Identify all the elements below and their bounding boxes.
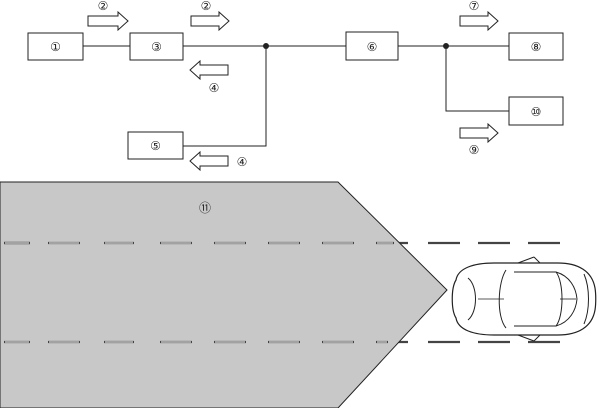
arrow-7: ⑦ <box>459 0 499 32</box>
svg-text:⑩: ⑩ <box>531 105 542 119</box>
vehicle-icon <box>451 256 597 342</box>
road-scene: ⑪ <box>0 181 597 408</box>
svg-text:⑤: ⑤ <box>150 139 161 153</box>
svg-text:①: ① <box>50 40 61 54</box>
box-8: ⑧ <box>508 32 564 61</box>
box-5: ⑤ <box>127 131 184 160</box>
wire-junction-5 <box>183 46 267 147</box>
box-1: ① <box>27 32 84 61</box>
box-10: ⑩ <box>508 96 564 126</box>
wire-junction-10 <box>445 46 509 112</box>
svg-text:②: ② <box>201 0 212 13</box>
svg-text:⑨: ⑨ <box>469 143 480 157</box>
box-3: ③ <box>129 32 184 61</box>
arrow-9: ⑨ <box>459 122 499 157</box>
svg-text:⑦: ⑦ <box>469 0 480 13</box>
svg-text:⑥: ⑥ <box>367 40 378 54</box>
detection-area <box>0 181 448 408</box>
box-6: ⑥ <box>345 31 399 61</box>
junction-dot <box>443 43 449 49</box>
arrow-4-top: ④ <box>189 59 229 95</box>
svg-text:④: ④ <box>237 155 248 169</box>
svg-text:④: ④ <box>209 81 220 95</box>
svg-text:③: ③ <box>151 40 162 54</box>
junction-dot <box>263 43 269 49</box>
arrow-2-left: ② <box>87 0 129 32</box>
svg-text:⑧: ⑧ <box>531 40 542 54</box>
arrow-4-bottom: ④ <box>189 150 248 172</box>
block-diagram: ① ③ ⑤ ⑥ ⑧ ⑩ ② ② <box>27 0 564 172</box>
detection-area-label: ⑪ <box>199 201 211 215</box>
arrow-2-right: ② <box>190 0 230 32</box>
svg-text:②: ② <box>98 0 109 13</box>
